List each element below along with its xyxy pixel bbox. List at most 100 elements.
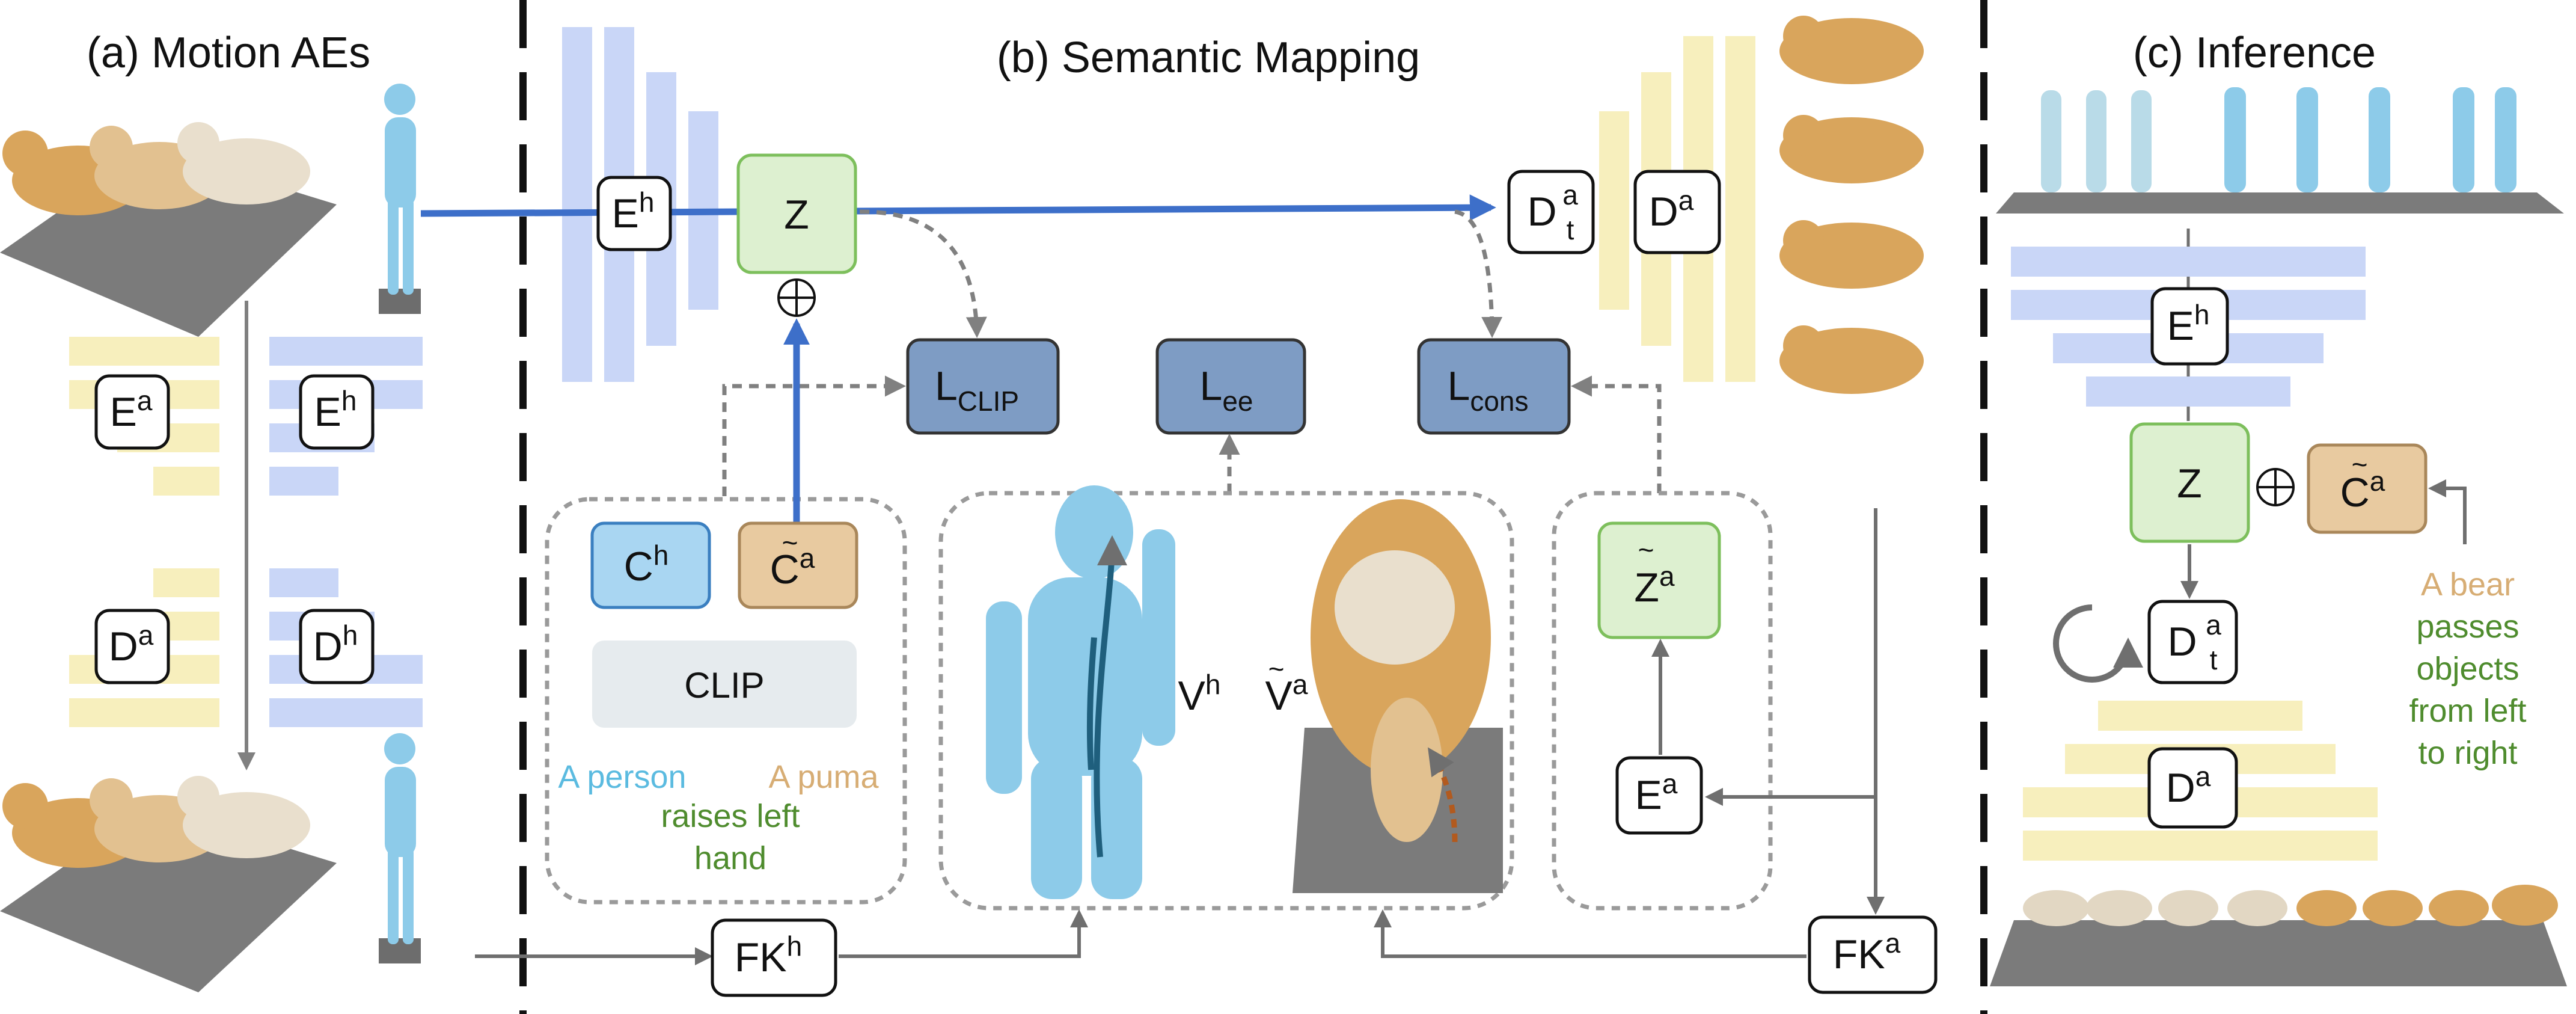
oplus-b <box>777 278 816 317</box>
loss-ee-box: Lee <box>1155 338 1306 435</box>
animal-figure-icon <box>2296 885 2558 926</box>
da-sup-b: a <box>1678 185 1694 216</box>
loss-clip-box: LCLIP <box>906 338 1060 435</box>
inference-caption: A bear passes objects from left to right <box>2409 567 2526 771</box>
human-figure-icon <box>384 84 416 295</box>
fkh-label: FK <box>735 935 787 980</box>
svg-text:FKa: FKa <box>1833 927 1901 977</box>
latent-z-box-c: Z <box>2129 422 2250 543</box>
loss-ee-sub: ee <box>1222 386 1253 417</box>
human-figure-bottom <box>379 733 421 963</box>
decoder-dta-box-b: D a t <box>1507 170 1595 254</box>
za-to-lcons-arrow <box>1571 375 1662 493</box>
human-figure-icon <box>2224 87 2516 192</box>
svg-text:Da: Da <box>1649 185 1694 235</box>
fka-sup: a <box>1885 927 1901 959</box>
svg-text:Dh: Dh <box>313 619 358 669</box>
ch-sup: h <box>653 539 669 571</box>
decoder-da-box-c: Da <box>2147 747 2238 829</box>
animal-figure-icon <box>1311 499 1491 842</box>
da-sup: a <box>138 619 154 651</box>
svg-text:D: D <box>1527 189 1556 235</box>
recurrence-icon <box>2053 604 2143 683</box>
decoder-da-box-b: Da <box>1633 170 1721 254</box>
panel-c-title: (c) Inference <box>2133 29 2376 77</box>
encoder-eh-box-a: Eh <box>299 374 375 450</box>
loss-clip-sub: CLIP <box>958 386 1019 417</box>
svg-text:Za: Za <box>1634 561 1675 610</box>
ca-sup: a <box>800 542 815 574</box>
svg-text:Va: Va <box>1265 669 1308 719</box>
inference-caption-5: to right <box>2418 735 2517 771</box>
ea-sup-b: a <box>1662 768 1678 799</box>
loss-ee-label: L <box>1200 363 1223 409</box>
loss-cons-box: Lcons <box>1417 338 1571 435</box>
fka-box: FKa <box>1808 915 1938 994</box>
human-figure-icon <box>384 733 416 944</box>
eh-sup-c: h <box>2194 299 2210 330</box>
svg-text:D: D <box>2167 619 2197 665</box>
inference-caption-2: passes <box>2416 609 2519 645</box>
latent-z-box: Z <box>736 153 857 274</box>
fkh-to-vertices-arrow <box>839 909 1088 958</box>
eh-label-c: E <box>2167 303 2194 349</box>
svg-text:Eh: Eh <box>314 385 357 435</box>
human-figure-icon <box>986 485 1175 899</box>
dta-label-c: D <box>2167 619 2197 665</box>
loss-clip-label: L <box>935 363 958 409</box>
animal-scene-bottom <box>0 776 337 992</box>
svg-text:Ea: Ea <box>1635 768 1678 818</box>
caption-action-2: hand <box>694 840 766 876</box>
ca-label: C <box>770 547 800 592</box>
dta-sup: a <box>1562 179 1578 210</box>
svg-text:Eh: Eh <box>2167 299 2210 349</box>
da-sup-c: a <box>2195 761 2211 792</box>
svg-text:Vh: Vh <box>1178 669 1221 719</box>
dta-sub-c: t <box>2210 644 2218 675</box>
svg-text:Da: Da <box>109 619 154 669</box>
caption-person: A person <box>558 759 686 795</box>
vertex-label-va: ~ Va <box>1265 653 1308 719</box>
z-label: Z <box>784 192 809 238</box>
vertex-label-vh: Vh <box>1178 669 1221 719</box>
da-label: D <box>109 624 138 669</box>
za-label: Z <box>1634 565 1659 610</box>
eh-label: E <box>314 389 341 435</box>
animal-figure-icon <box>1779 325 1924 394</box>
caption-action-1: raises left <box>661 798 800 834</box>
fkh-sup: h <box>787 930 803 962</box>
z-to-lclip-arrow <box>859 209 987 338</box>
text-to-ca-arrow <box>2428 479 2467 544</box>
vh-label: V <box>1178 673 1206 719</box>
ca-label-c: C <box>2340 470 2370 515</box>
clip-label: CLIP <box>684 665 764 705</box>
fkh-box: FKh <box>711 918 837 997</box>
da-label-c: D <box>2166 765 2195 811</box>
oplus-c <box>2256 468 2295 506</box>
svg-text:FKh: FKh <box>735 930 803 980</box>
animal-figure-icon <box>1779 220 1924 289</box>
encoder-eh-box-c: Eh <box>2150 287 2229 366</box>
dh-label: D <box>313 624 343 669</box>
inference-animal-row <box>1990 885 2567 986</box>
za-box: ~ Za <box>1597 521 1721 639</box>
vertices-group <box>938 491 1514 911</box>
ca-box: ~ Ca <box>738 521 858 609</box>
animal-scene-top <box>0 122 337 337</box>
ch-label: C <box>624 544 653 589</box>
inference-caption-3: objects <box>2416 651 2519 687</box>
animal-figure-icon <box>2 776 310 868</box>
dh-sup: h <box>343 619 358 651</box>
va-sup: a <box>1293 669 1308 700</box>
z-label-c: Z <box>2177 461 2202 506</box>
decoder-dh-box-a: Dh <box>299 609 375 684</box>
va-accent: ~ <box>1268 653 1285 684</box>
animal-figure-icon <box>2023 890 2287 926</box>
ca-box-c: ~ Ca <box>2307 443 2428 534</box>
human-figure-top <box>379 84 421 314</box>
animal-latent-group <box>1552 491 1773 911</box>
ca-accent: ~ <box>782 527 798 558</box>
za-accent: ~ <box>1638 534 1654 565</box>
human-vertices-figure <box>986 485 1175 899</box>
